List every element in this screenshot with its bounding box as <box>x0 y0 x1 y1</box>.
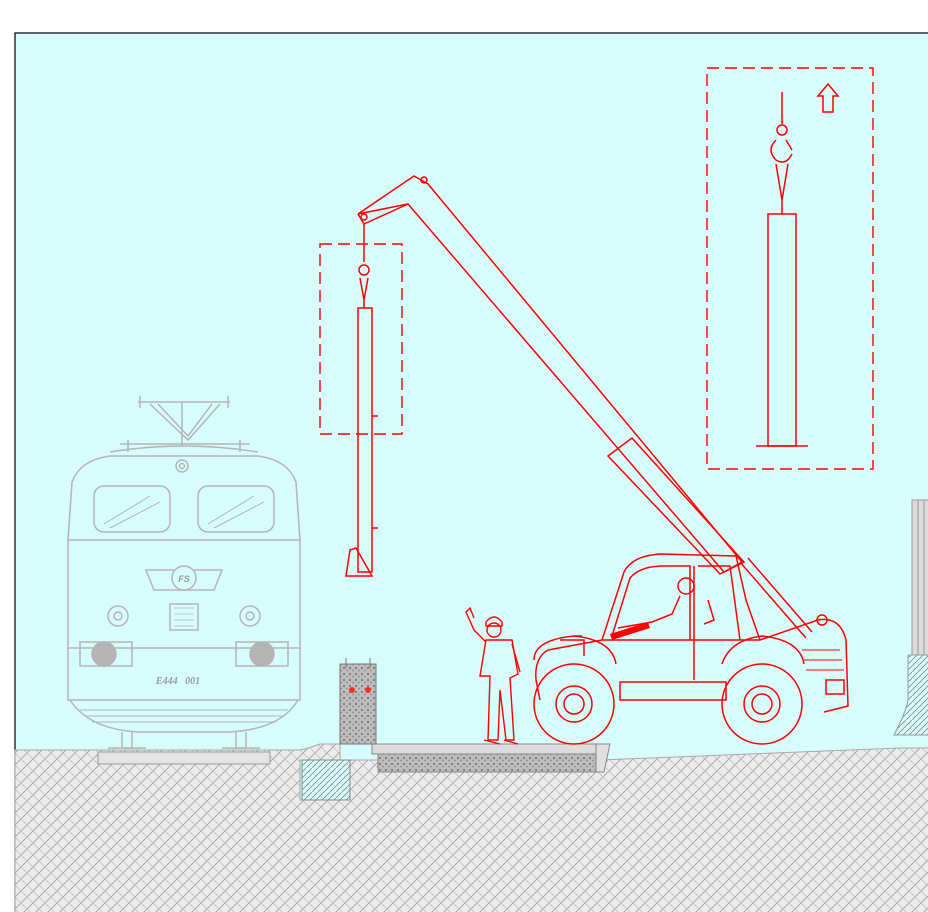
front-grille <box>169 603 199 631</box>
signaling-worker <box>465 606 521 745</box>
crane-hook-icon <box>770 124 793 163</box>
foundation-block <box>301 759 351 801</box>
telescopic-boom <box>357 175 813 639</box>
locomotive-number: E444 001 <box>155 676 200 687</box>
headlamp-bottom-right <box>249 641 275 667</box>
rear-wheel <box>721 663 803 745</box>
right-pillar <box>893 499 928 736</box>
lift-zone-right <box>706 67 874 470</box>
pole-being-lifted <box>345 307 378 577</box>
telehandler <box>345 175 849 745</box>
rail-bed <box>97 751 271 765</box>
gabion-column <box>339 658 377 745</box>
up-arrow-icon <box>816 82 840 113</box>
platform-slab <box>371 743 611 773</box>
lift-zone-left <box>319 243 403 435</box>
operator-cab <box>601 553 761 680</box>
cab-window-left <box>93 485 171 533</box>
locomotive <box>67 396 301 749</box>
fs-logo <box>171 565 197 591</box>
ground <box>14 743 928 912</box>
fs-logo-text: FS <box>178 574 190 584</box>
headlamp-top-right <box>239 605 261 627</box>
cab-window-right <box>197 485 275 533</box>
front-wheel <box>533 663 615 745</box>
headlamp-top-left <box>107 605 129 627</box>
headlamp-bottom-left <box>91 641 117 667</box>
pole-raised <box>756 92 808 447</box>
